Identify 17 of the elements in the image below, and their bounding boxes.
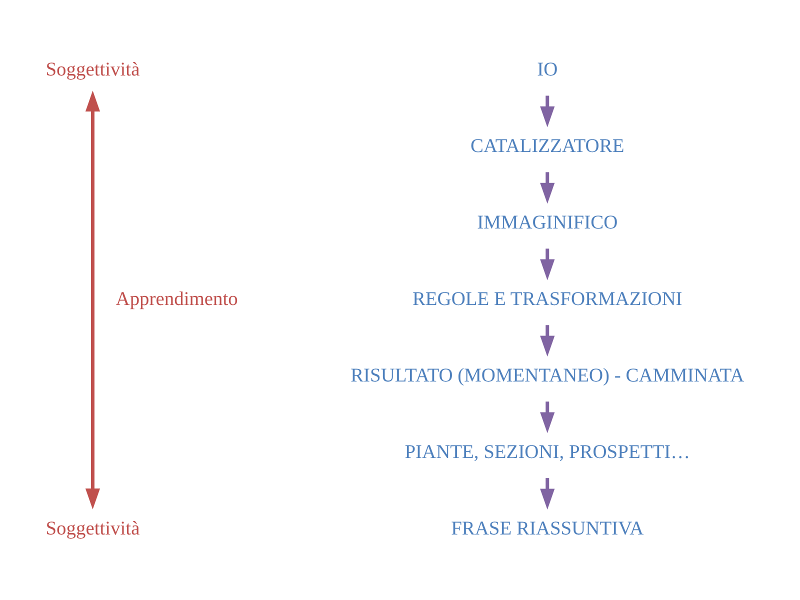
- edge-label: Apprendimento: [116, 289, 238, 310]
- arrow: [540, 402, 555, 434]
- arrow: [540, 172, 555, 204]
- node-text: REGOLE E TRASFORMAZIONI: [412, 289, 682, 310]
- node-text: PIANTE, SEZIONI, PROSPETTI…: [404, 442, 690, 464]
- arrow: [540, 478, 555, 510]
- arrow: [540, 96, 555, 128]
- node-text: IO: [537, 60, 558, 81]
- node-text: FRASE RIASSUNTIVA: [451, 518, 644, 540]
- arrow: [540, 248, 555, 280]
- node-text: CATALIZZATORE: [470, 136, 624, 158]
- node-text: Soggettività: [46, 60, 140, 81]
- node-text: Soggettività: [46, 518, 140, 540]
- node-text: RISULTATO (MOMENTANEO) - CAMMINATA: [350, 366, 744, 387]
- arrow: [540, 325, 555, 357]
- arrow: [85, 90, 100, 510]
- node-text: IMMAGINIFICO: [477, 212, 618, 234]
